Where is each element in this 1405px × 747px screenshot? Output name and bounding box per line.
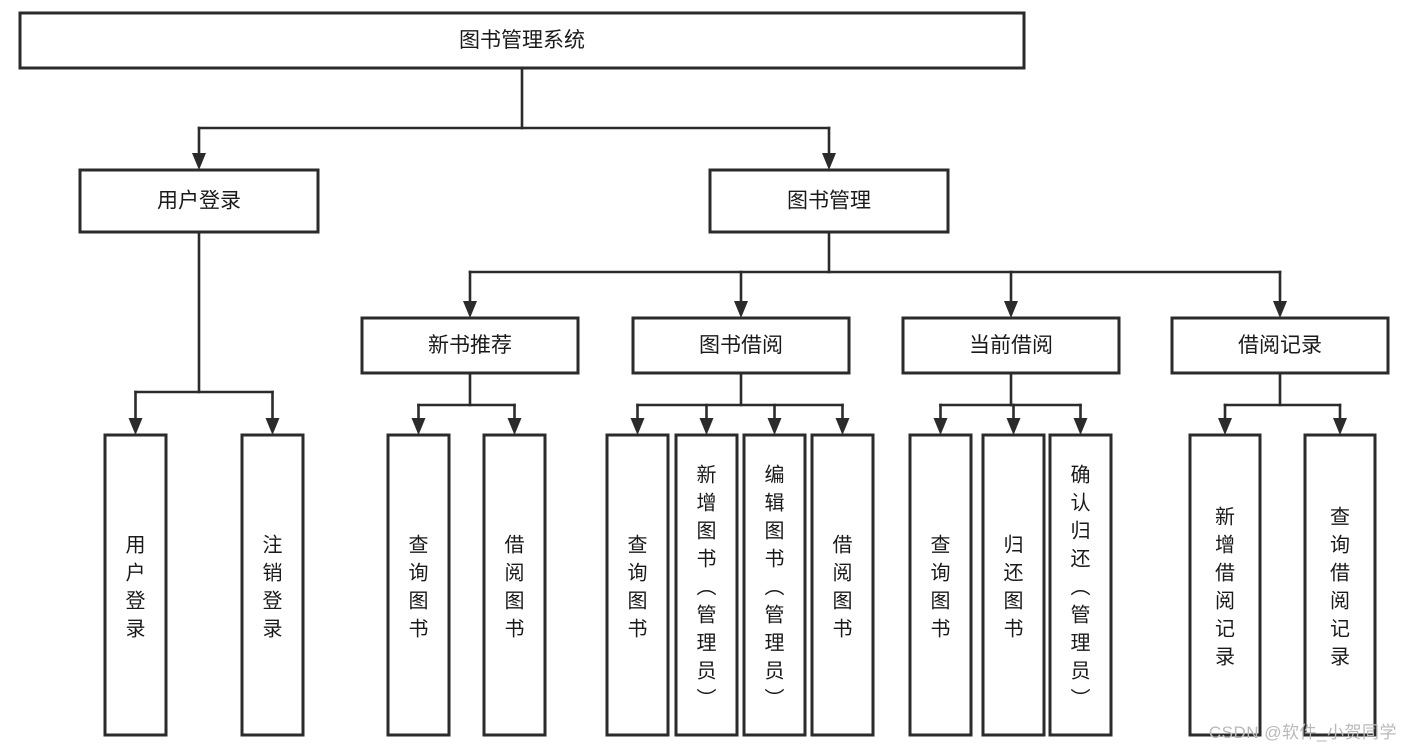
- node-leaf-query-book-cur[interactable]: 查询图书: [908, 433, 973, 737]
- node-box-leaf-borrow-book: [810, 433, 875, 737]
- book-borrow-to-leaves-arrow-3: [835, 418, 850, 435]
- csdn-watermark: CSDN @软件_小贺同学: [1208, 723, 1397, 742]
- node-label-leaf-query-book-borrow: 查询图书: [628, 533, 648, 640]
- node-label-leaf-add-record: 新增借阅记录: [1215, 505, 1235, 668]
- node-box-leaf-add-record: [1188, 433, 1262, 737]
- current-borrow-to-leaves-arrow-1: [1006, 418, 1021, 435]
- borrow-record-to-leaves-arrow-0: [1218, 418, 1232, 435]
- node-label-user-login: 用户登录: [157, 190, 241, 213]
- node-leaf-edit-book[interactable]: 编辑图书︵管理员︶: [742, 433, 807, 737]
- node-box-book-manage: [708, 168, 950, 234]
- book-borrow-to-leaves-arrow-1: [699, 418, 714, 435]
- node-box-current-borrow: [901, 316, 1121, 375]
- node-root[interactable]: 图书管理系统: [18, 11, 1026, 70]
- node-box-leaf-add-book: [674, 433, 739, 737]
- book-manage-to-level2-arrow-3: [1273, 301, 1287, 318]
- node-leaf-add-book[interactable]: 新增图书︵管理员︶: [674, 433, 739, 737]
- node-user-login[interactable]: 用户登录: [78, 168, 320, 234]
- node-box-leaf-borrow-book-rec: [482, 433, 547, 737]
- node-box-leaf-query-record: [1303, 433, 1377, 737]
- node-box-new-book-recommend: [360, 316, 580, 375]
- node-box-leaf-edit-book: [742, 433, 807, 737]
- current-borrow-to-leaves-arrow-2: [1073, 418, 1088, 435]
- user-login-to-leaves-arrow-0: [128, 418, 143, 435]
- node-label-leaf-return-book: 归还图书: [1004, 533, 1024, 640]
- book-borrow-to-leaves-arrow-2: [767, 418, 782, 435]
- node-label-leaf-add-book: 新增图书︵管理员︶: [697, 463, 717, 710]
- node-label-leaf-borrow-book-rec: 借阅图书: [505, 533, 525, 640]
- node-box-root: [18, 11, 1026, 70]
- node-label-leaf-borrow-book: 借阅图书: [833, 533, 853, 640]
- borrow-record-to-leaves-arrow-1: [1333, 418, 1347, 435]
- node-label-leaf-query-record: 查询借阅记录: [1330, 505, 1350, 668]
- node-box-user-login: [78, 168, 320, 234]
- new-book-recommend-to-leaves-arrow-0: [411, 418, 426, 435]
- node-label-leaf-query-book-rec: 查询图书: [409, 533, 429, 640]
- node-box-leaf-confirm-return: [1048, 433, 1113, 737]
- node-leaf-user-login[interactable]: 用户登录: [103, 433, 168, 737]
- node-box-leaf-logout: [240, 433, 305, 737]
- node-leaf-borrow-book[interactable]: 借阅图书: [810, 433, 875, 737]
- book-borrow-to-leaves-arrow-0: [630, 418, 645, 435]
- node-current-borrow[interactable]: 当前借阅: [901, 316, 1121, 375]
- node-leaf-query-book-borrow[interactable]: 查询图书: [605, 433, 670, 737]
- node-leaf-return-book[interactable]: 归还图书: [981, 433, 1046, 737]
- node-leaf-query-record[interactable]: 查询借阅记录: [1303, 433, 1377, 737]
- node-leaf-add-record[interactable]: 新增借阅记录: [1188, 433, 1262, 737]
- node-label-leaf-logout: 注销登录: [263, 533, 283, 640]
- root-to-level1-arrow-0: [192, 153, 206, 170]
- node-box-leaf-query-book-rec: [386, 433, 451, 737]
- node-label-leaf-confirm-return: 确认归还︵管理员︶: [1071, 463, 1091, 710]
- node-label-current-borrow: 当前借阅: [969, 334, 1053, 357]
- node-layer: 图书管理系统用户登录图书管理新书推荐图书借阅当前借阅借阅记录用户登录注销登录查询…: [18, 11, 1390, 737]
- book-manage-to-level2-arrow-2: [1004, 301, 1018, 318]
- connector-layer: [128, 66, 1347, 435]
- node-leaf-borrow-book-rec[interactable]: 借阅图书: [482, 433, 547, 737]
- node-label-book-borrow: 图书借阅: [699, 334, 783, 357]
- node-book-manage[interactable]: 图书管理: [708, 168, 950, 234]
- current-borrow-to-leaves-arrow-0: [933, 418, 948, 435]
- root-to-level1-arrow-1: [822, 153, 836, 170]
- node-leaf-query-book-rec[interactable]: 查询图书: [386, 433, 451, 737]
- node-new-book-recommend[interactable]: 新书推荐: [360, 316, 580, 375]
- node-label-root: 图书管理系统: [459, 29, 585, 52]
- node-borrow-record[interactable]: 借阅记录: [1170, 316, 1390, 375]
- node-leaf-confirm-return[interactable]: 确认归还︵管理员︶: [1048, 433, 1113, 737]
- node-label-borrow-record: 借阅记录: [1238, 334, 1322, 357]
- node-label-leaf-query-book-cur: 查询图书: [931, 533, 951, 640]
- node-box-leaf-query-book-borrow: [605, 433, 670, 737]
- node-book-borrow[interactable]: 图书借阅: [631, 316, 851, 375]
- user-login-to-leaves-arrow-1: [265, 418, 280, 435]
- new-book-recommend-to-leaves-arrow-1: [507, 418, 522, 435]
- node-box-leaf-query-book-cur: [908, 433, 973, 737]
- node-label-book-manage: 图书管理: [787, 190, 871, 213]
- node-box-borrow-record: [1170, 316, 1390, 375]
- book-manage-to-level2-arrow-1: [734, 301, 748, 318]
- book-manage-to-level2-arrow-0: [463, 301, 477, 318]
- node-box-book-borrow: [631, 316, 851, 375]
- node-leaf-logout[interactable]: 注销登录: [240, 433, 305, 737]
- node-box-leaf-user-login: [103, 433, 168, 737]
- node-label-leaf-edit-book: 编辑图书︵管理员︶: [765, 463, 785, 710]
- node-label-new-book-recommend: 新书推荐: [428, 334, 512, 357]
- node-box-leaf-return-book: [981, 433, 1046, 737]
- node-label-leaf-user-login: 用户登录: [126, 534, 146, 640]
